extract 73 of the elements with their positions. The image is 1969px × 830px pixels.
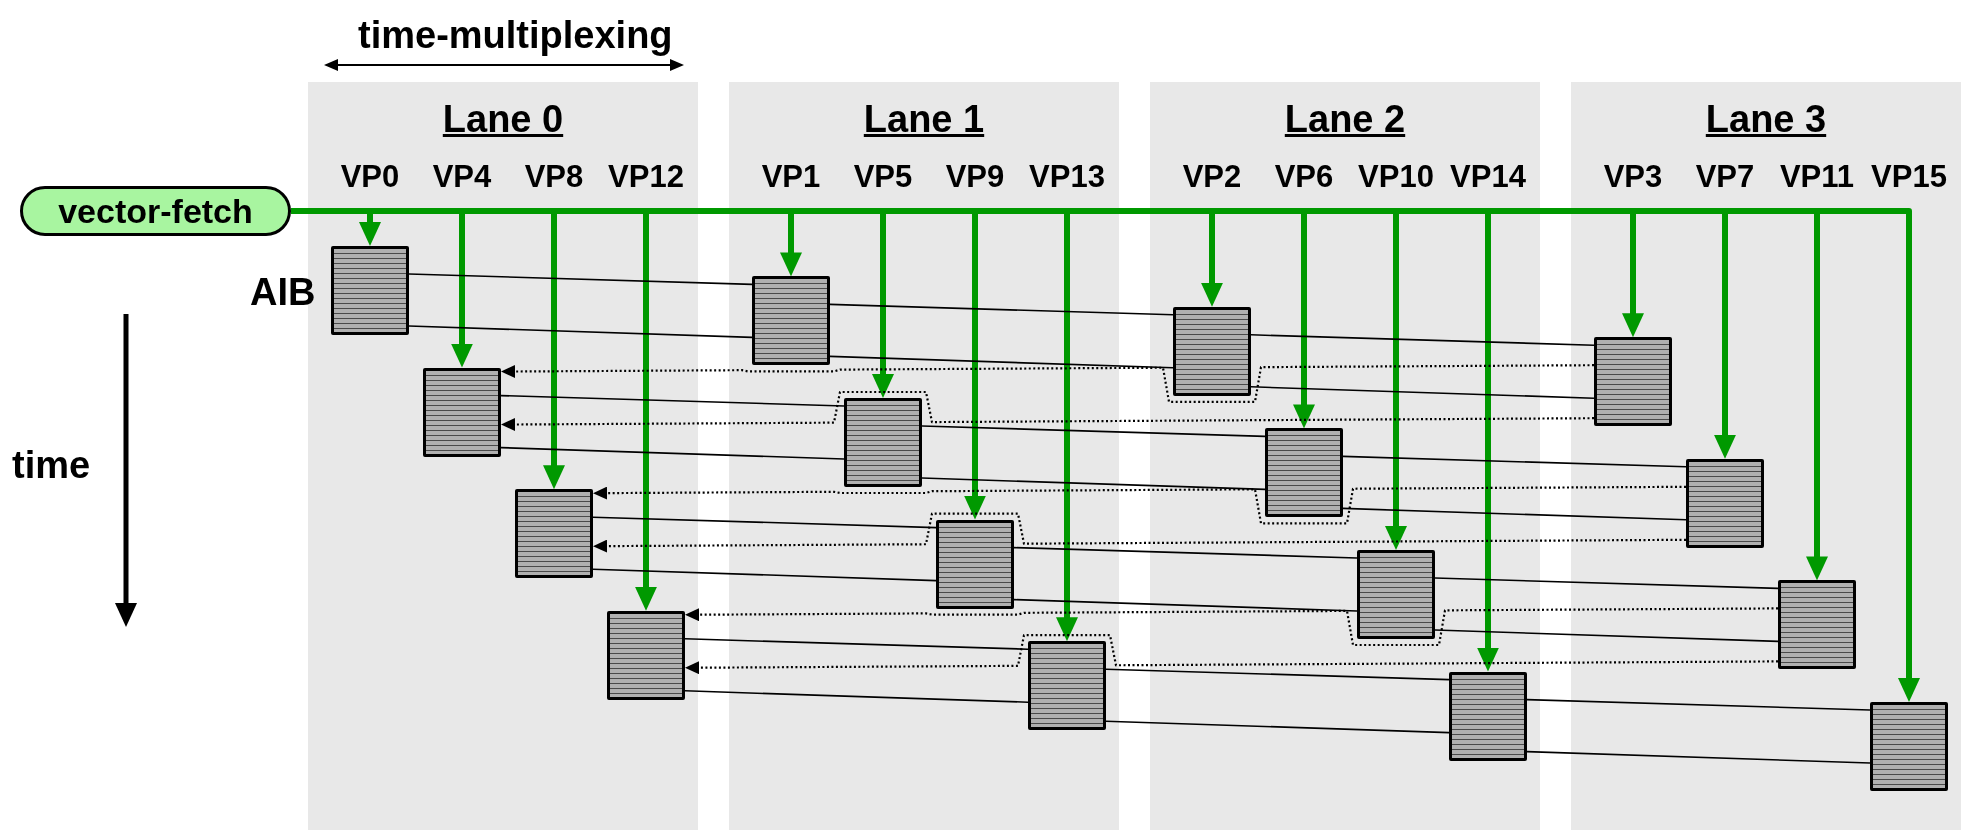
dashed-arrow xyxy=(593,485,1686,525)
vp-label: VP12 xyxy=(607,158,685,196)
connector-line xyxy=(1526,698,1871,711)
label-text: time xyxy=(12,443,91,487)
aib-block xyxy=(1870,702,1948,791)
aib-block xyxy=(331,246,409,335)
connector-line xyxy=(1434,577,1779,590)
connector-line xyxy=(1250,334,1595,346)
label-text: time-multiplexing xyxy=(358,13,673,57)
vp-label: VP10 xyxy=(1357,158,1435,196)
connector-line xyxy=(829,303,1174,316)
aib-block xyxy=(607,610,685,700)
vp-label: VP4 xyxy=(431,158,493,196)
lane-panel xyxy=(729,82,1119,830)
lane-title: Lane 0 xyxy=(441,97,565,142)
connector-line xyxy=(1105,720,1450,734)
lane-title: Lane 3 xyxy=(1704,97,1828,142)
connector-line xyxy=(592,568,937,582)
connector-line xyxy=(1105,668,1450,681)
connector-line xyxy=(684,638,1029,650)
vp-label: VP6 xyxy=(1273,158,1335,196)
aib-block xyxy=(1173,306,1251,396)
aib-block xyxy=(423,367,501,457)
vp-label: VP9 xyxy=(944,158,1006,196)
aib-block xyxy=(1028,641,1106,731)
aib-block xyxy=(515,489,593,579)
vp-label: VP14 xyxy=(1449,158,1527,196)
connector-line xyxy=(1342,455,1687,468)
vp-label: VP0 xyxy=(339,158,401,196)
connector-line xyxy=(1342,507,1687,521)
connector-line xyxy=(921,477,1266,491)
vp-label: VP13 xyxy=(1028,158,1106,196)
vp-label: VP11 xyxy=(1778,158,1856,196)
aib-block xyxy=(1686,458,1764,548)
lane-title: Lane 2 xyxy=(1283,97,1407,142)
lane-title: Lane 1 xyxy=(862,97,986,142)
lane-panel xyxy=(1571,82,1961,830)
vp-label: VP1 xyxy=(760,158,822,196)
connector-line xyxy=(1250,386,1595,399)
connector-line xyxy=(829,355,1174,369)
aib-block xyxy=(1594,337,1672,427)
aib-block xyxy=(1357,550,1435,639)
connector-line xyxy=(1013,546,1358,559)
connector-line xyxy=(408,325,753,339)
connector-line xyxy=(408,273,753,286)
vp-label: VP15 xyxy=(1870,158,1948,196)
label-text: AIB xyxy=(250,270,316,314)
aib-block xyxy=(752,276,830,366)
connector-line xyxy=(1526,750,1871,764)
connector-line xyxy=(1434,629,1779,643)
fetch-pill: vector-fetch xyxy=(20,186,291,236)
vp-label: VP2 xyxy=(1181,158,1243,196)
aib-block xyxy=(1449,671,1527,761)
vp-label: VP5 xyxy=(852,158,914,196)
dashed-arrow xyxy=(501,390,1594,431)
aib-block xyxy=(1265,428,1343,518)
vp-label: VP8 xyxy=(523,158,585,196)
aib-block xyxy=(844,398,922,487)
connector-line xyxy=(592,516,937,529)
connector-line xyxy=(1013,598,1358,612)
dashed-arrow xyxy=(593,512,1686,553)
vp-label: VP7 xyxy=(1694,158,1756,196)
connector-line xyxy=(500,394,845,407)
dashed-arrow xyxy=(685,607,1778,647)
connector-line xyxy=(500,446,845,460)
aib-block xyxy=(936,519,1014,609)
dashed-arrow xyxy=(685,634,1778,675)
connector-line xyxy=(921,425,1266,438)
connector-line xyxy=(684,690,1029,703)
dashed-arrow xyxy=(501,364,1594,403)
vp-label: VP3 xyxy=(1602,158,1664,196)
lane-panel xyxy=(1150,82,1540,830)
aib-block xyxy=(1778,580,1856,670)
